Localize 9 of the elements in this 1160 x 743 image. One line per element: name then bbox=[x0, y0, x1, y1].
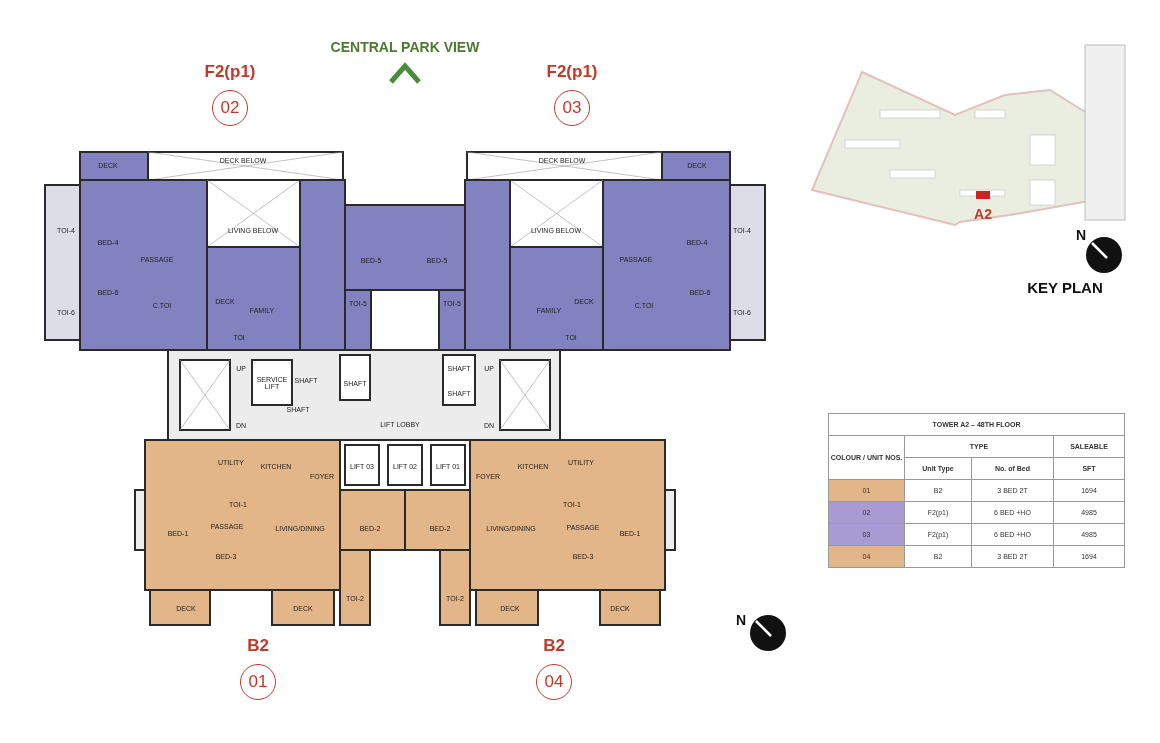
unit-type-heading: F2(p1) bbox=[204, 62, 256, 82]
unit-type-heading: B2 bbox=[543, 636, 565, 656]
building-label: A2 bbox=[974, 207, 992, 221]
north-label: N bbox=[735, 613, 747, 627]
north-label: N bbox=[1075, 228, 1087, 242]
key-plan-heading: KEY PLAN bbox=[1027, 279, 1103, 295]
view-label: CENTRAL PARK VIEW bbox=[330, 40, 480, 54]
unit-type-heading: F2(p1) bbox=[546, 62, 598, 82]
unit-type-heading: B2 bbox=[247, 636, 269, 656]
